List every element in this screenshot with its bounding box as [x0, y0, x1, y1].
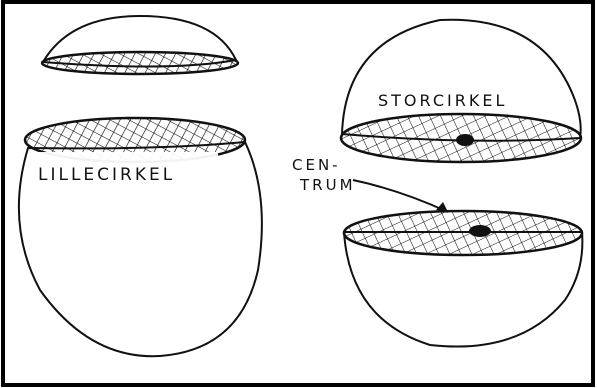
- center-dot-upper: [456, 134, 474, 146]
- small-cap: [42, 16, 238, 74]
- center-dot-lower: [469, 225, 491, 237]
- center-label-line2: TRUM: [299, 176, 356, 194]
- small-circle-label: LILLECIRKEL: [38, 165, 175, 185]
- center-pointer-line: [353, 180, 448, 212]
- lower-hemisphere: [344, 211, 582, 347]
- great-circle-face-lower: [344, 211, 582, 255]
- sphere-small-circle-section: LILLECIRKEL: [19, 118, 262, 356]
- center-annotation: CEN- TRUM: [292, 156, 448, 212]
- small-cap-cut-face: [42, 52, 238, 74]
- center-label-line1: CEN-: [292, 156, 341, 174]
- upper-hemisphere: STORCIRKEL: [341, 20, 581, 162]
- great-circle-label: STORCIRKEL: [378, 91, 507, 110]
